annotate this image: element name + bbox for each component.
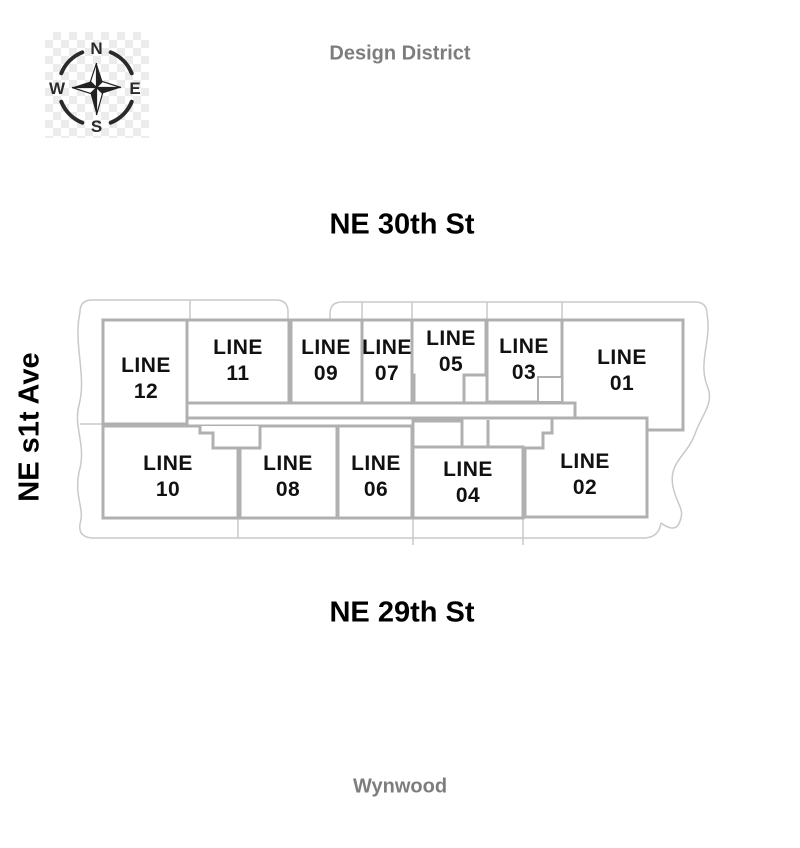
area-label-design-district: Design District [329, 42, 471, 65]
compass-checker-background: N S E W [45, 32, 149, 138]
area-label-wynwood: Wynwood [352, 775, 448, 798]
building-units [101, 318, 685, 520]
corridor-connector [462, 420, 490, 449]
unit-label-line-06[interactable]: LINE 06 [351, 452, 401, 501]
street-label-ne-29th-st: NE 29th St [329, 596, 475, 629]
unit-label-line-12[interactable]: LINE 12 [121, 354, 171, 403]
unit-label-line-11[interactable]: LINE 11 [213, 336, 263, 385]
compass-east-label: E [129, 79, 140, 98]
street-label-ne-30th-st: NE 30th St [329, 208, 475, 241]
unit-line-03-closet [537, 376, 563, 403]
unit-label-line-02[interactable]: LINE 02 [560, 450, 610, 499]
unit-label-line-04[interactable]: LINE 04 [443, 458, 493, 507]
unit-label-line-07[interactable]: LINE 07 [362, 336, 412, 385]
corridor-notch-right [411, 419, 464, 449]
compass-west-label: W [49, 79, 66, 98]
compass-circle [59, 50, 134, 125]
corridor-notch-left [198, 426, 262, 450]
unit-line-12-shape[interactable] [101, 318, 189, 426]
unit-label-line-10[interactable]: LINE 10 [143, 452, 193, 501]
parcel-outline [76, 299, 711, 545]
unit-line-02-shape[interactable] [523, 416, 649, 519]
compass-south-label: S [91, 117, 102, 136]
compass-rose-icon: N S E W [49, 39, 141, 136]
unit-line-06-shape[interactable] [336, 424, 414, 520]
compass-star-icon [71, 62, 122, 116]
corridor-shape [185, 401, 577, 420]
unit-label-line-09[interactable]: LINE 09 [301, 336, 351, 385]
unit-label-line-01[interactable]: LINE 01 [597, 346, 647, 395]
unit-label-line-05[interactable]: LINE 05 [426, 327, 476, 376]
compass-north-label: N [90, 39, 102, 58]
unit-label-line-03[interactable]: LINE 03 [499, 335, 549, 384]
unit-label-line-08[interactable]: LINE 08 [263, 452, 313, 501]
